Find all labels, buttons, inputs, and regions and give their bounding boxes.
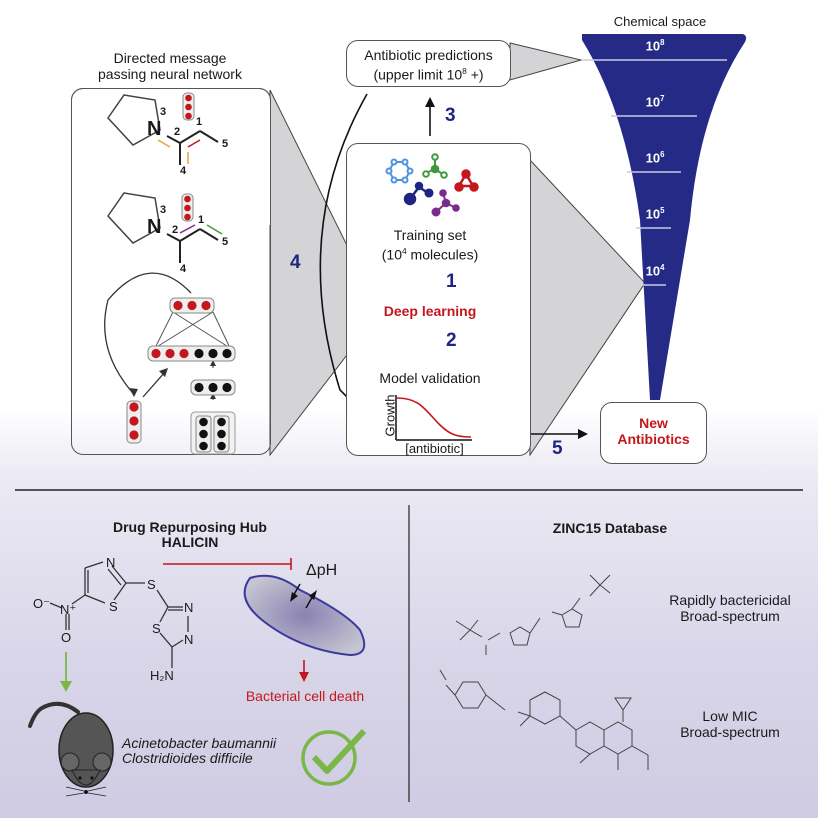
predictions-text: Antibiotic predictions (upper limit 108 … — [347, 47, 510, 83]
zinc15-title: ZINC15 Database — [552, 520, 668, 536]
drug-repurposing-title: Drug Repurposing Hub HALICIN — [100, 520, 280, 550]
level-base: 10 — [645, 150, 661, 166]
atom-label-3: 3 — [160, 106, 167, 118]
atom-n: N — [184, 632, 194, 647]
predictions-line2: (upper limit 108 +) — [347, 63, 510, 83]
step-4-arrow — [319, 93, 371, 421]
level-exponent: 4 — [660, 263, 665, 272]
level-base: 10 — [645, 38, 661, 54]
compound-2-description: Low MIC Broad-spectrum — [650, 708, 810, 740]
pathogen-clostridioides: Clostridioides difficile — [122, 750, 253, 766]
training-suffix: molecules) — [406, 246, 479, 263]
funnel-level-1e4: 104 — [630, 263, 680, 278]
level-base: 10 — [645, 94, 661, 110]
atom-label-3: 3 — [160, 204, 167, 216]
new-antibiotics-box: New Antibiotics — [600, 402, 707, 464]
atom-label-2: 2 — [172, 224, 179, 236]
plot-x-label: [antibiotic] — [405, 441, 464, 456]
bacterial-cell-death-label: Bacterial cell death — [245, 688, 365, 704]
level-exponent: 7 — [660, 94, 665, 103]
atom-s: S — [147, 577, 156, 592]
compound-1-description: Rapidly bactericidal Broad-spectrum — [650, 592, 810, 624]
dmpnn-title-line2: passing neural network — [98, 66, 242, 82]
atom-o: O — [61, 630, 72, 645]
training-prefix: (10 — [381, 246, 402, 263]
predictions-projection — [509, 42, 583, 81]
funnel-level-1e6: 106 — [630, 150, 680, 165]
delta-ph-label: ΔpH — [306, 562, 338, 579]
step-1-label: 1 — [446, 271, 457, 292]
compound-1-line2: Broad-spectrum — [680, 608, 780, 624]
level-base: 10 — [645, 206, 661, 222]
predictions-line1: Antibiotic predictions — [364, 47, 493, 63]
atom-label-5: 5 — [222, 138, 229, 150]
dmpnn-title: Directed message passing neural network — [80, 50, 260, 82]
atom-n: N — [147, 216, 162, 238]
level-exponent: 8 — [660, 38, 665, 47]
atom-o-minus: O⁻ — [33, 596, 50, 611]
level-exponent: 5 — [660, 206, 665, 215]
step-5-label: 5 — [552, 438, 563, 459]
step-4-label: 4 — [290, 252, 301, 273]
atom-label-5: 5 — [222, 236, 229, 248]
pathogen-acinetobacter: Acinetobacter baumannii — [122, 735, 277, 751]
training-panel — [346, 143, 531, 456]
funnel-level-1e7: 107 — [630, 94, 680, 109]
pathogen-list: Acinetobacter baumannii Clostridioides d… — [122, 736, 276, 766]
model-validation-label: Model validation — [379, 370, 481, 386]
training-set-line2: (104 molecules) — [360, 243, 500, 263]
predictions-prefix: (upper limit 10 — [373, 66, 463, 83]
compound-1-line1: Rapidly bactericidal — [669, 592, 791, 608]
atom-label-4: 4 — [180, 165, 187, 177]
atom-h2n: H₂N — [150, 668, 174, 683]
step-3-label: 3 — [445, 105, 456, 126]
new-antibiotics-label: New Antibiotics — [601, 415, 706, 447]
drug-repurposing-line1: Drug Repurposing Hub — [113, 519, 267, 535]
funnel-level-1e8: 108 — [630, 38, 680, 53]
atom-label-1: 1 — [196, 116, 203, 128]
deep-learning-label: Deep learning — [383, 303, 477, 319]
plot-y-label: Growth — [382, 394, 398, 437]
new-antibiotics-line1: New — [639, 415, 668, 431]
dmpnn-panel-top — [71, 88, 271, 225]
compound-2-line1: Low MIC — [702, 708, 758, 724]
atom-s: S — [109, 599, 118, 614]
compound-2-line2: Broad-spectrum — [680, 724, 780, 740]
antibiotic-predictions-box: Antibiotic predictions (upper limit 108 … — [346, 40, 511, 87]
predictions-exponent: 8 — [462, 66, 467, 76]
atom-label-2: 2 — [174, 126, 181, 138]
atom-label-1: 1 — [198, 214, 205, 226]
training-set-label: Training set (104 molecules) — [360, 227, 500, 263]
funnel-level-1e5: 105 — [630, 206, 680, 221]
new-antibiotics-line2: Antibiotics — [617, 431, 690, 447]
dmpnn-title-line1: Directed message — [113, 50, 227, 66]
chemical-space-title: Chemical space — [613, 14, 707, 29]
step-3-arrowhead — [425, 97, 435, 107]
level-base: 10 — [645, 263, 661, 279]
atom-n: N — [184, 600, 194, 615]
atom-n-plus: N⁺ — [60, 602, 77, 617]
dmpnn-panel — [71, 88, 271, 455]
training-set-line1: Training set — [393, 227, 467, 243]
atom-label-4: 4 — [180, 263, 187, 275]
atom-n: N — [147, 118, 162, 140]
step-5-arrowhead — [578, 429, 588, 439]
predictions-suffix: +) — [466, 66, 484, 83]
halicin-label: HALICIN — [161, 534, 219, 550]
level-exponent: 6 — [660, 150, 665, 159]
chemical-space-funnel — [582, 34, 747, 400]
step-2-label: 2 — [446, 330, 457, 351]
training-exponent: 4 — [401, 246, 407, 256]
atom-n: N — [106, 555, 116, 570]
atom-s: S — [152, 621, 161, 636]
